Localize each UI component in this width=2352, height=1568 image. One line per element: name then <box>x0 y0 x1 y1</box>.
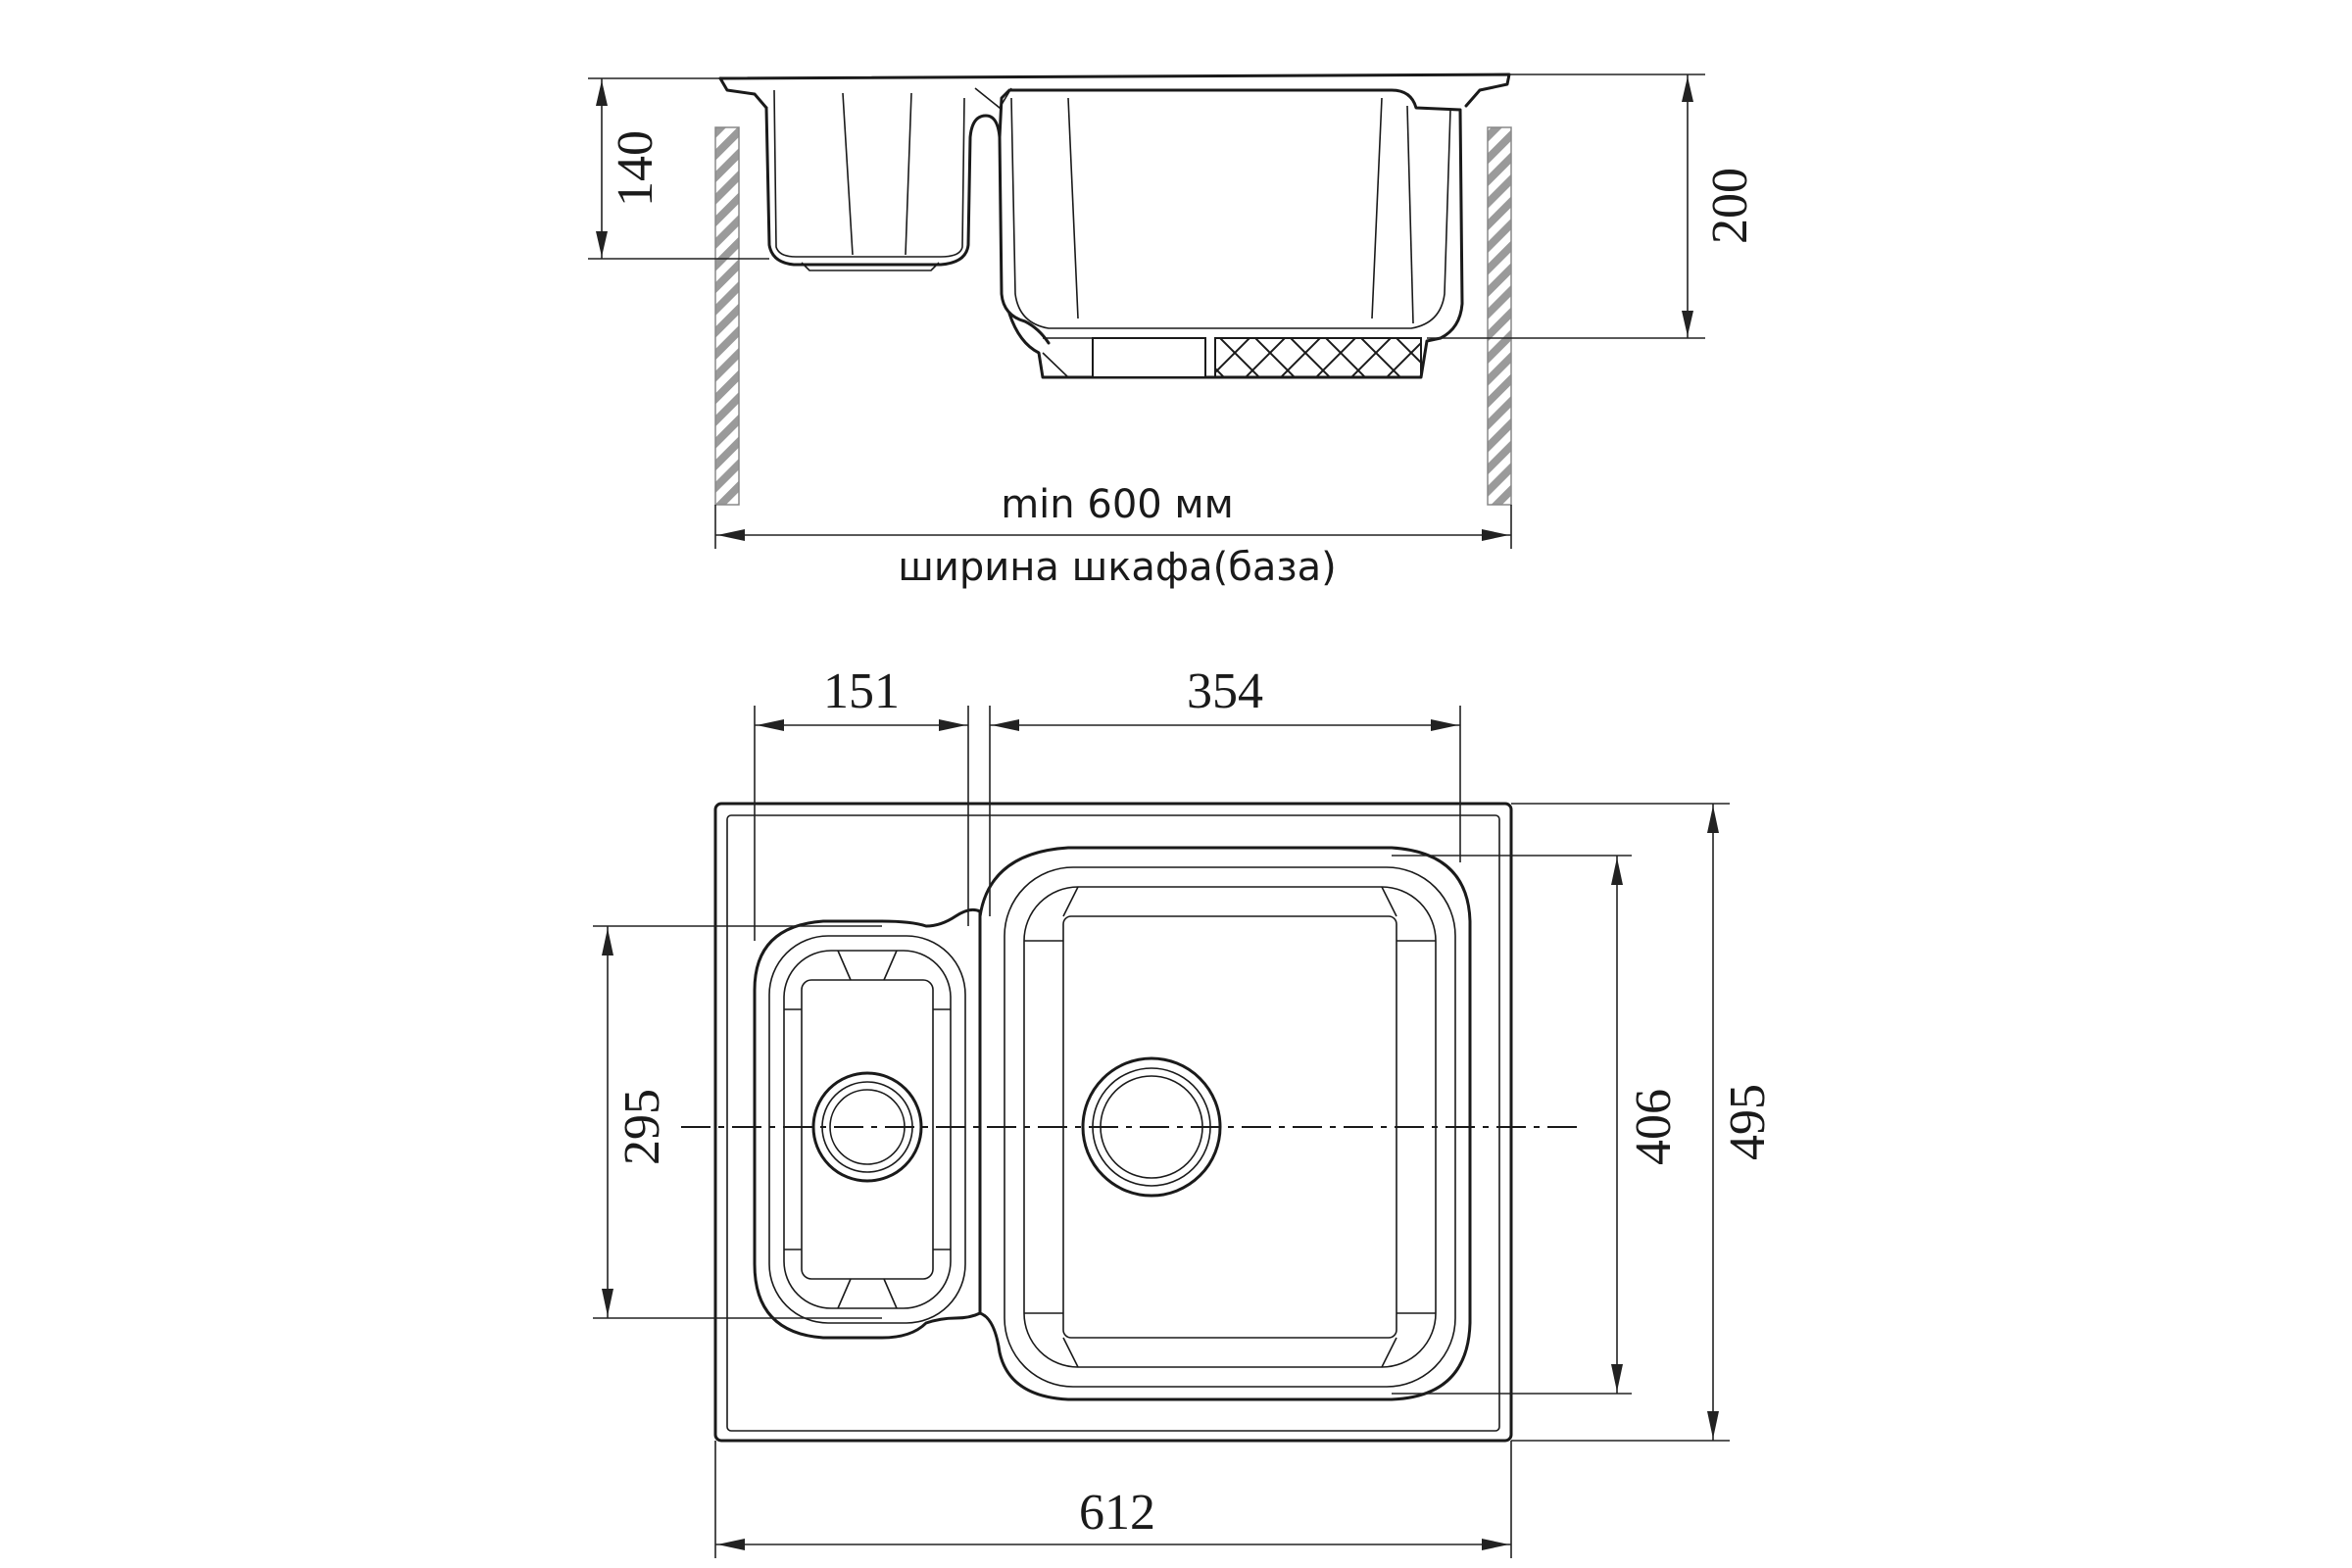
dim-overall-width: 612 <box>714 1441 1512 1558</box>
sink-deck-outline <box>713 802 1513 1443</box>
overall-width-label: 612 <box>1079 1485 1155 1541</box>
dim-small-bowl-width: 151 <box>754 663 969 941</box>
cabinet-min-width-label: min 600 мм <box>1001 482 1234 527</box>
dim-cabinet-width: min 600 мм ширина шкафа(база) <box>714 482 1512 590</box>
dim-large-bowl-length: 406 <box>1392 855 1682 1395</box>
dim-large-bowl-width: 354 <box>989 663 1461 916</box>
depth-small-bowl-label: 140 <box>608 130 663 207</box>
overall-depth-label: 495 <box>1720 1084 1776 1160</box>
large-bowl-width-label: 354 <box>1187 663 1263 719</box>
small-bowl-length-label: 295 <box>614 1089 670 1165</box>
dim-overall-depth: 495 <box>1511 803 1776 1442</box>
top-view: 151 354 295 406 <box>593 663 1776 1558</box>
sink-section-outline <box>718 73 1511 379</box>
cabinet-wall-right <box>1487 126 1512 506</box>
large-bowl <box>978 846 1472 1401</box>
small-bowl-width-label: 151 <box>823 663 900 719</box>
cabinet-wall-left <box>714 126 740 506</box>
cabinet-width-caption: ширина шкафа(база) <box>898 545 1337 590</box>
small-bowl <box>753 907 982 1340</box>
depth-large-bowl-label: 200 <box>1702 168 1758 244</box>
dim-small-bowl-length: 295 <box>593 925 882 1319</box>
side-view: 140 200 min 600 мм ширина шкафа(база) <box>588 73 1758 590</box>
dim-depth-large-bowl: 200 <box>1427 74 1758 339</box>
large-bowl-length-label: 406 <box>1626 1089 1682 1165</box>
dim-depth-small-bowl: 140 <box>588 77 769 260</box>
